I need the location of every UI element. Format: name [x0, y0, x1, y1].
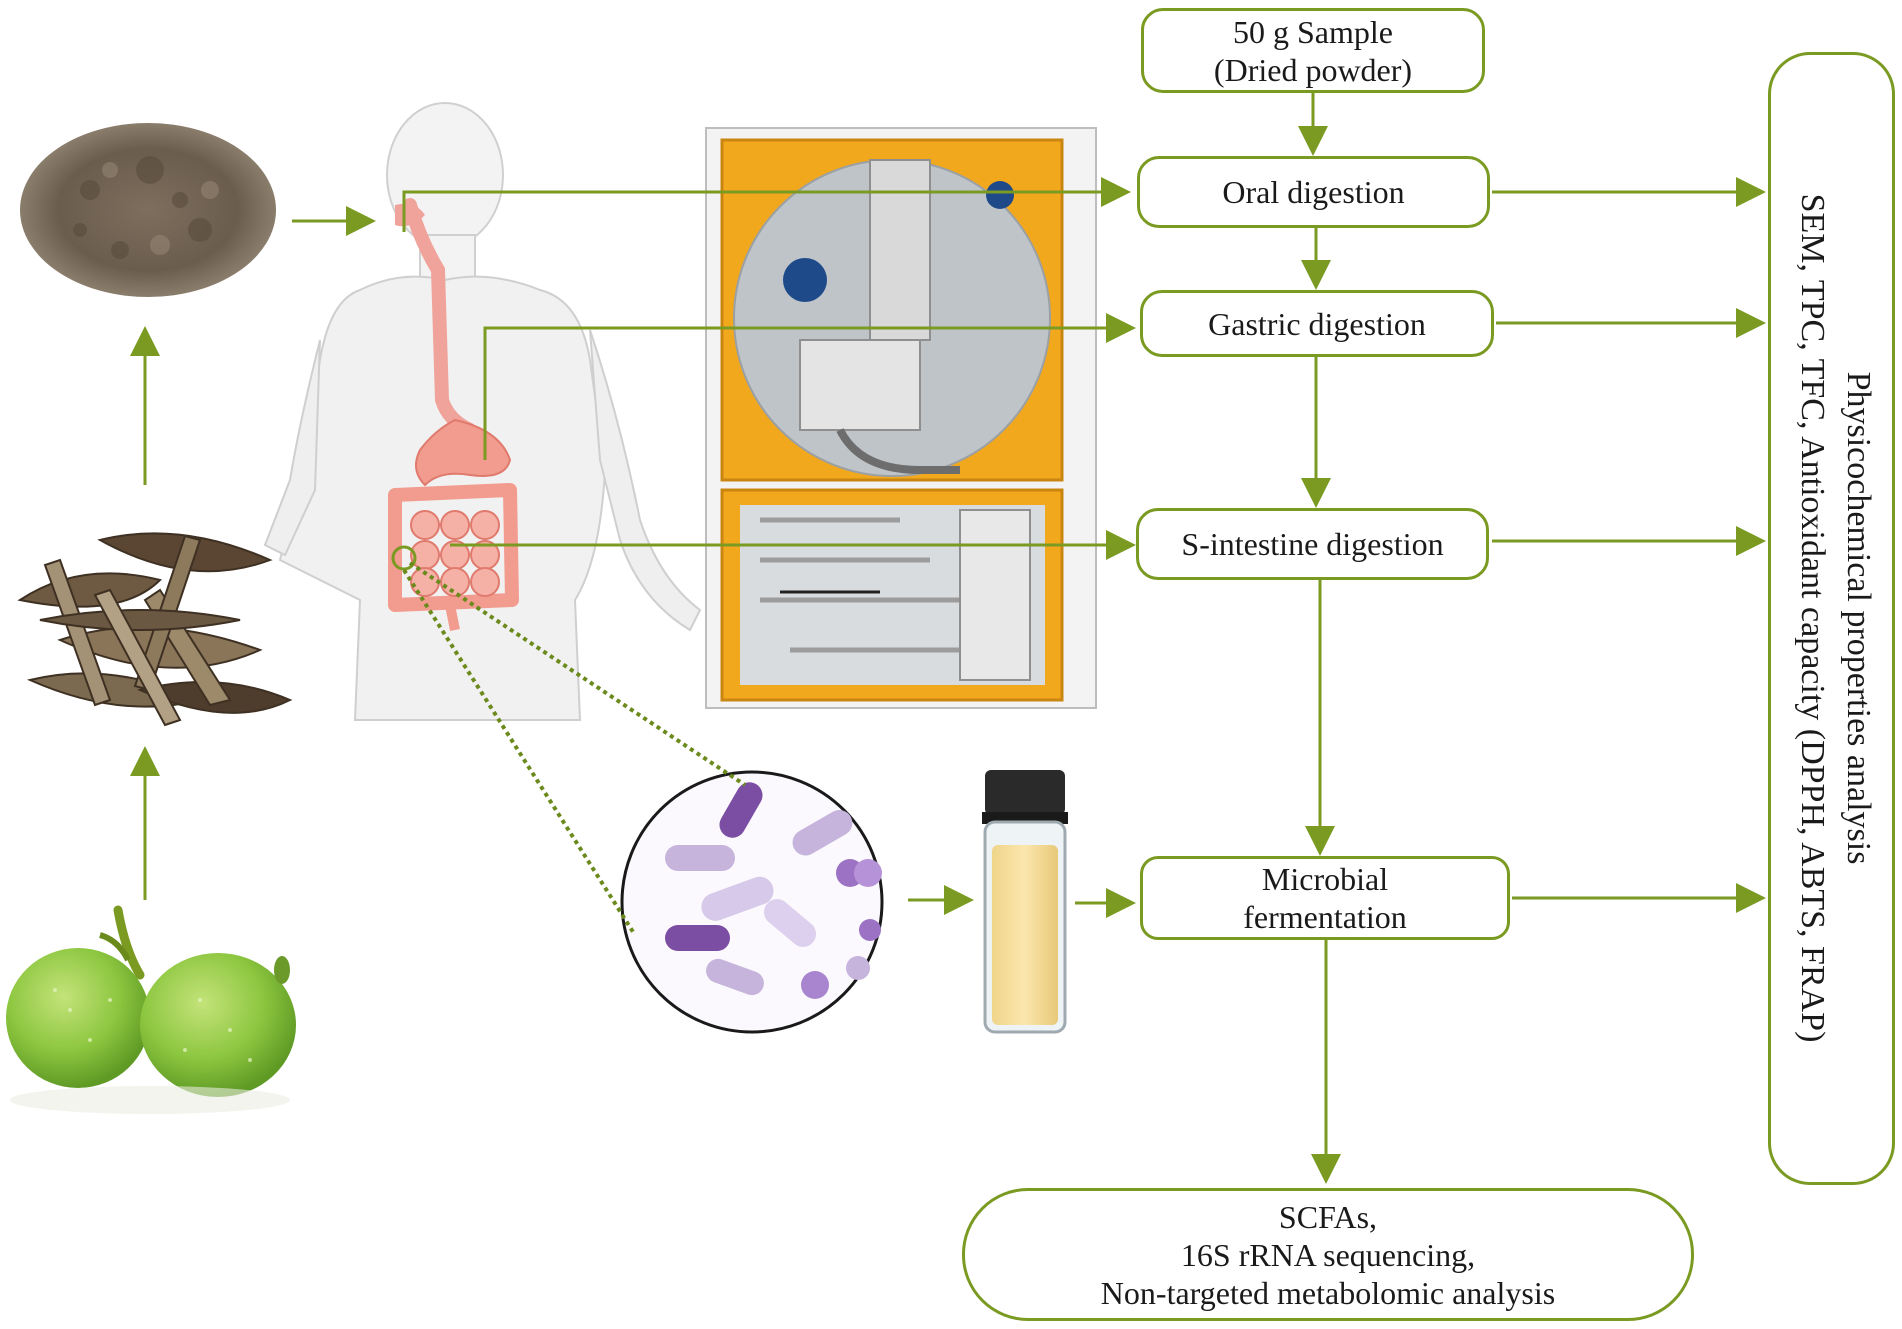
- gastric-digestion-box: Gastric digestion: [1140, 290, 1494, 357]
- oral-digestion-label: Oral digestion: [1222, 174, 1405, 210]
- microbial-fermentation-box: Microbial fermentation: [1140, 856, 1510, 940]
- microbiota-circle: [620, 770, 884, 1034]
- fermentation-line1: Microbial: [1261, 861, 1389, 897]
- green-walnut-image: [6, 905, 296, 1114]
- peel-powder-image: [20, 123, 276, 297]
- analysis-line1: Physicochemical properties analysis: [1840, 371, 1877, 865]
- dried-peel-image: [17, 532, 293, 727]
- analysis-box: [1768, 52, 1895, 1185]
- fermentation-vial: [982, 770, 1068, 1034]
- oral-digestion-box: Oral digestion: [1137, 156, 1490, 228]
- arrow-stomach-to-gastric: [483, 313, 1136, 460]
- analysis-text: Physicochemical properties analysis SEM,…: [1781, 68, 1881, 1168]
- zoom-line-top: [408, 561, 747, 787]
- s-intestine-digestion-box: S-intestine digestion: [1136, 508, 1489, 580]
- sample-line1: 50 g Sample: [1233, 13, 1393, 50]
- outputs-box: SCFAs, 16S rRNA sequencing, Non-targeted…: [962, 1188, 1694, 1321]
- human-body-illustration: [263, 102, 702, 721]
- outputs-line3: Non-targeted metabolomic analysis: [1100, 1274, 1556, 1311]
- analysis-line2: SEM, TPC, TFC, Antioxidant capacity (DPP…: [1794, 193, 1831, 1043]
- sample-line2: (Dried powder): [1213, 51, 1413, 88]
- s-intestine-digestion-label: S-intestine digestion: [1181, 526, 1444, 562]
- gastric-digestion-label: Gastric digestion: [1208, 305, 1426, 342]
- outputs-line2: 16S rRNA sequencing,: [1180, 1236, 1476, 1273]
- arrow-mouth-to-oral: [402, 177, 1131, 232]
- outputs-line1: SCFAs,: [1278, 1198, 1378, 1235]
- fermentation-line2: fermentation: [1243, 899, 1407, 935]
- sample-box: 50 g Sample (Dried powder): [1141, 8, 1485, 93]
- digestion-simulator-image: [705, 127, 1097, 709]
